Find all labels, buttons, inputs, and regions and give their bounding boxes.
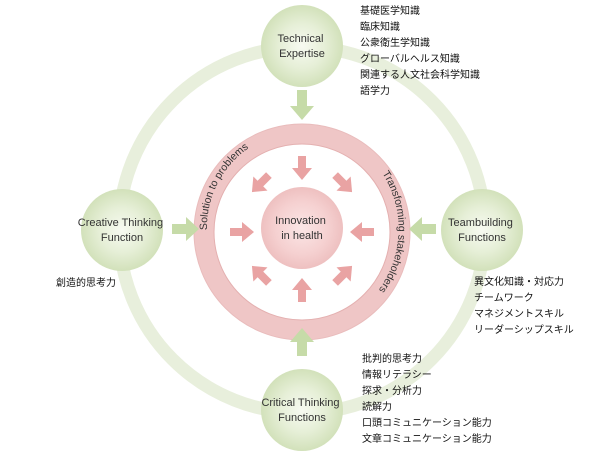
critical-skill-list: 批判的思考力情報リテラシー探求・分析力読解力口頭コミュニケーション能力文章コミュ… — [362, 352, 492, 448]
technical-skill-item: 公衆衛生学知識 — [360, 38, 430, 49]
critical-skill-item: 探求・分析力 — [362, 386, 422, 397]
node-creative — [81, 189, 163, 271]
inner-arrow-right — [350, 222, 374, 242]
critical-skill-item: 情報リテラシー — [362, 370, 432, 381]
node-teambuilding-label: Teambuilding Functions — [448, 217, 516, 244]
teambuilding-skill-item: リーダーシップスキル — [474, 325, 574, 336]
teambuilding-skill-list: 異文化知識・対応力チームワークマネジメントスキルリーダーシップスキル — [474, 275, 574, 339]
center-node — [261, 187, 343, 269]
inner-arrow-top-left — [251, 172, 272, 193]
technical-skill-item: 基礎医学知識 — [360, 6, 420, 17]
node-technical-label: Technical Expertise — [278, 33, 327, 60]
teambuilding-skill-item: 異文化知識・対応力 — [474, 277, 564, 288]
technical-skill-item: 語学力 — [360, 86, 390, 97]
inner-arrow-top — [292, 156, 312, 180]
inner-arrow-top-right — [332, 172, 353, 193]
node-teambuilding — [441, 189, 523, 271]
arrow-from-technical — [290, 90, 314, 120]
creative-skill-item: 創造的思考力 — [56, 278, 116, 289]
node-critical-label: Critical Thinking Functions — [261, 397, 342, 424]
creative-skill-list: 創造的思考力 — [56, 276, 116, 292]
technical-skill-item: 関連する人文社会科学知識 — [360, 70, 480, 81]
inner-arrows — [230, 156, 374, 302]
critical-skill-item: 批判的思考力 — [362, 354, 422, 365]
teambuilding-skill-item: マネジメントスキル — [474, 309, 564, 320]
node-technical — [261, 5, 343, 87]
inner-arrow-bottom-right — [332, 265, 353, 286]
technical-skill-item: グローバルヘルス知識 — [360, 54, 460, 65]
node-critical — [261, 369, 343, 451]
pink-ring-inner-edge — [213, 143, 391, 321]
outer-arrows — [172, 90, 436, 356]
critical-skill-item: 読解力 — [362, 402, 392, 413]
arrow-from-teambuilding — [409, 217, 436, 241]
critical-skill-item: 文章コミュニケーション能力 — [362, 434, 492, 445]
teambuilding-skill-item: チームワーク — [474, 293, 534, 304]
inner-arrow-bottom-left — [251, 265, 272, 286]
arrow-from-critical — [290, 328, 314, 356]
arrow-from-creative — [172, 217, 199, 241]
center-label: Innovation in health — [275, 215, 329, 242]
node-creative-label: Creative Thinking Function — [78, 217, 166, 244]
critical-skill-item: 口頭コミュニケーション能力 — [362, 418, 492, 429]
inner-arrow-left — [230, 222, 254, 242]
technical-skill-item: 臨床知識 — [360, 22, 400, 33]
technical-skill-list: 基礎医学知識臨床知識公衆衛生学知識グローバルヘルス知識関連する人文社会科学知識語… — [360, 4, 480, 100]
inner-arrow-bottom — [292, 278, 312, 302]
